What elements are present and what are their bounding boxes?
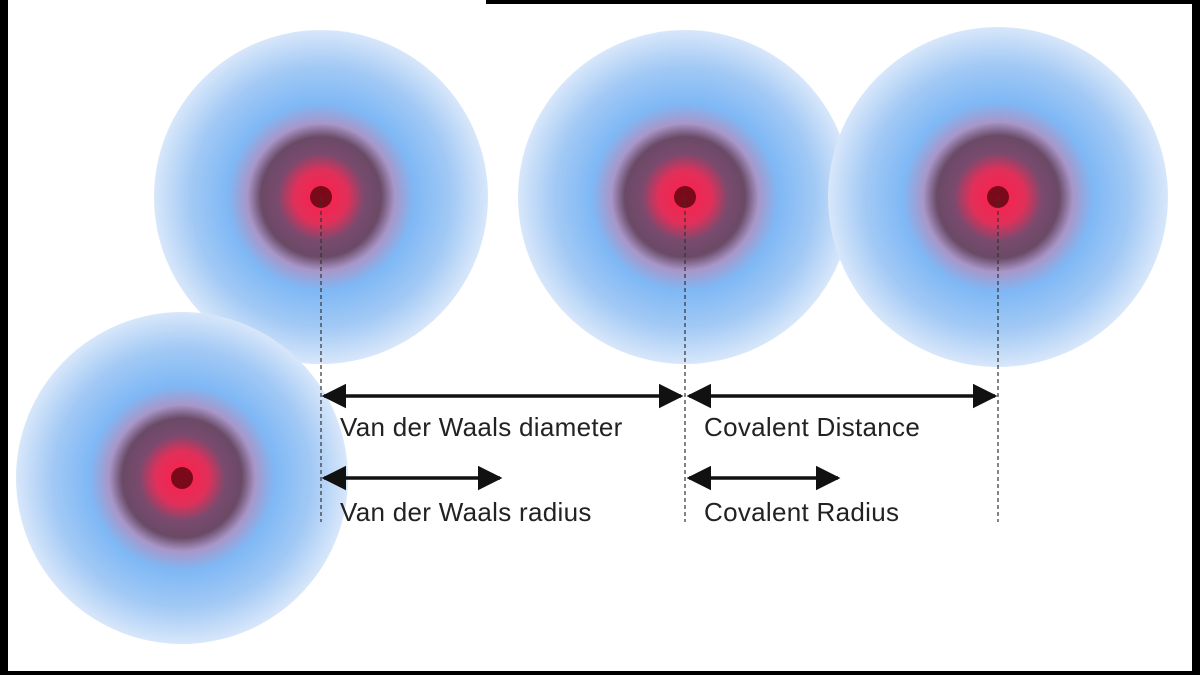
vdw-diameter-label: Van der Waals diameter xyxy=(340,412,623,442)
nucleus xyxy=(171,467,193,489)
vdw-radius-label: Van der Waals radius xyxy=(340,497,592,527)
frame-edge-top xyxy=(486,0,1192,4)
covalent-distance-label: Covalent Distance xyxy=(704,412,921,442)
covalent-radius-label: Covalent Radius xyxy=(704,497,900,527)
atom-bottom-left xyxy=(16,312,348,644)
